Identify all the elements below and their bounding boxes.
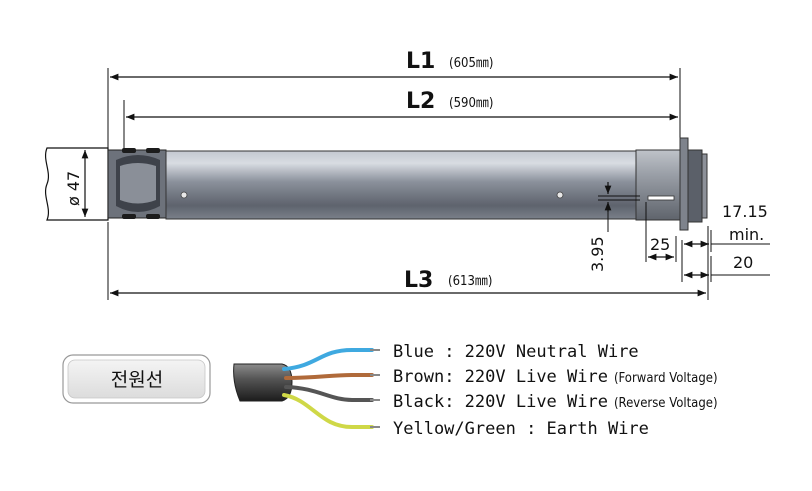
wire-description: 220V Live Wire [465, 367, 608, 387]
wire-description: Earth Wire [547, 419, 649, 439]
l2-label: L2 [406, 89, 435, 114]
cap-clip-bottom-2 [146, 214, 160, 219]
tubular-motor [44, 137, 708, 231]
power-cable-badge: 전원선 [62, 354, 211, 404]
tube-rivet-right [556, 191, 564, 199]
wire-description: 220V Neutral Wire [465, 342, 639, 362]
motor-head [635, 149, 681, 221]
wire-black [284, 385, 374, 402]
motor-tube [165, 150, 637, 220]
tube-rivet-left [180, 191, 188, 199]
wire-separator: : [516, 419, 547, 439]
end-cap-crown-highlight [120, 163, 156, 204]
l1-value: (605㎜) [449, 56, 493, 71]
flange-rim [701, 153, 708, 219]
dimension-slot-length: 25 [645, 202, 677, 262]
l1-label: L1 [406, 49, 435, 74]
wire-color-name: Brown [393, 367, 444, 387]
wire-note: (Reverse Voltage) [614, 396, 718, 411]
flange-value: 20 [733, 253, 753, 272]
dimension-flange: 20 [681, 240, 770, 282]
wire-separator: : [444, 367, 464, 387]
wire-legend-row-brown: Brown: 220V Live Wire (Forward Voltage) [393, 367, 718, 387]
wire-blue [282, 348, 374, 371]
wire-color-name: Blue [393, 342, 434, 362]
cap-clip-bottom-1 [122, 214, 136, 219]
dimension-l2: L2 (590㎜) [123, 89, 678, 150]
clearance-value: 17.15 [722, 202, 768, 221]
flange-hub [687, 149, 703, 223]
dimension-diameter: ø 47 [64, 150, 89, 217]
l3-value: (613㎜) [448, 274, 492, 289]
dimension-clearance: 17.15 min. [684, 202, 770, 252]
flange-plate [679, 137, 689, 231]
wire-description: 220V Live Wire [465, 392, 608, 412]
cap-clip-top-1 [122, 148, 136, 153]
wire-yellow-green [282, 393, 374, 429]
wire-legend-row-yellow-green: Yellow/Green : Earth Wire [393, 419, 649, 439]
dimension-l1: L1 (605㎜) [107, 49, 681, 148]
wire-legend: Blue : 220V Neutral Wire Brown: 220V Liv… [393, 342, 718, 439]
diameter-value: ø 47 [64, 171, 83, 206]
pin-offset-value: 3.95 [588, 236, 607, 272]
dimension-pin-offset: 3.95 [588, 182, 640, 272]
wire-color-name: Black [393, 392, 444, 412]
wire-color-name: Yellow/Green [393, 419, 516, 439]
wire-brown [284, 373, 374, 380]
cap-clip-top-2 [146, 148, 160, 153]
slot-length-value: 25 [650, 235, 670, 254]
dimension-l3: L3 (613㎜) [107, 222, 709, 300]
l2-value: (590㎜) [449, 96, 493, 111]
wire-legend-row-black: Black: 220V Live Wire (Reverse Voltage) [393, 392, 718, 412]
l3-label: L3 [404, 268, 433, 293]
clearance-note: min. [729, 225, 764, 244]
wire-note: (Forward Voltage) [614, 371, 718, 386]
wire-separator: : [434, 342, 465, 362]
power-cable-illustration [233, 348, 380, 429]
shaft-break [44, 147, 109, 221]
power-cable-badge-label: 전원선 [111, 369, 163, 391]
wire-legend-row-blue: Blue : 220V Neutral Wire [393, 342, 639, 362]
head-slot [647, 195, 675, 201]
wire-separator: : [444, 392, 464, 412]
